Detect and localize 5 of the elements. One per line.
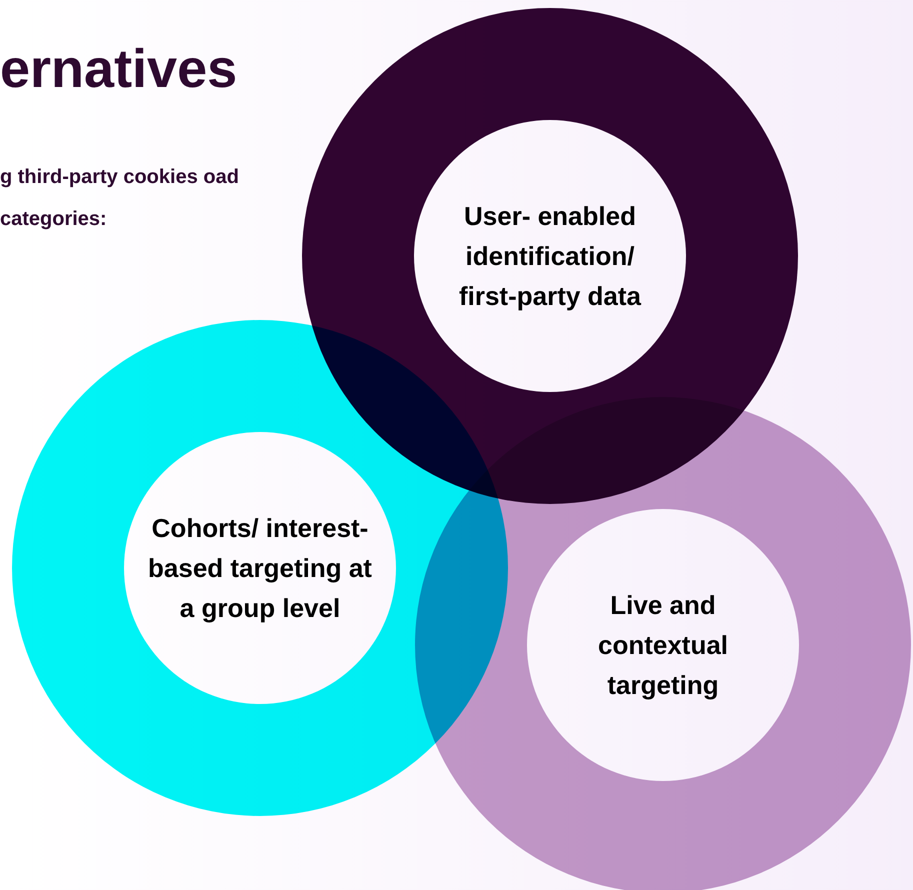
circle-label: Live and contextual targeting	[596, 589, 730, 702]
circle-label: Cohorts/ interest-based targeting at a group level	[147, 512, 373, 625]
circle-label: User- enabled identification/ first-party data	[458, 200, 642, 313]
title: ernatives	[0, 42, 238, 96]
intro-text: g third-party cookies oad categories:	[0, 165, 240, 232]
